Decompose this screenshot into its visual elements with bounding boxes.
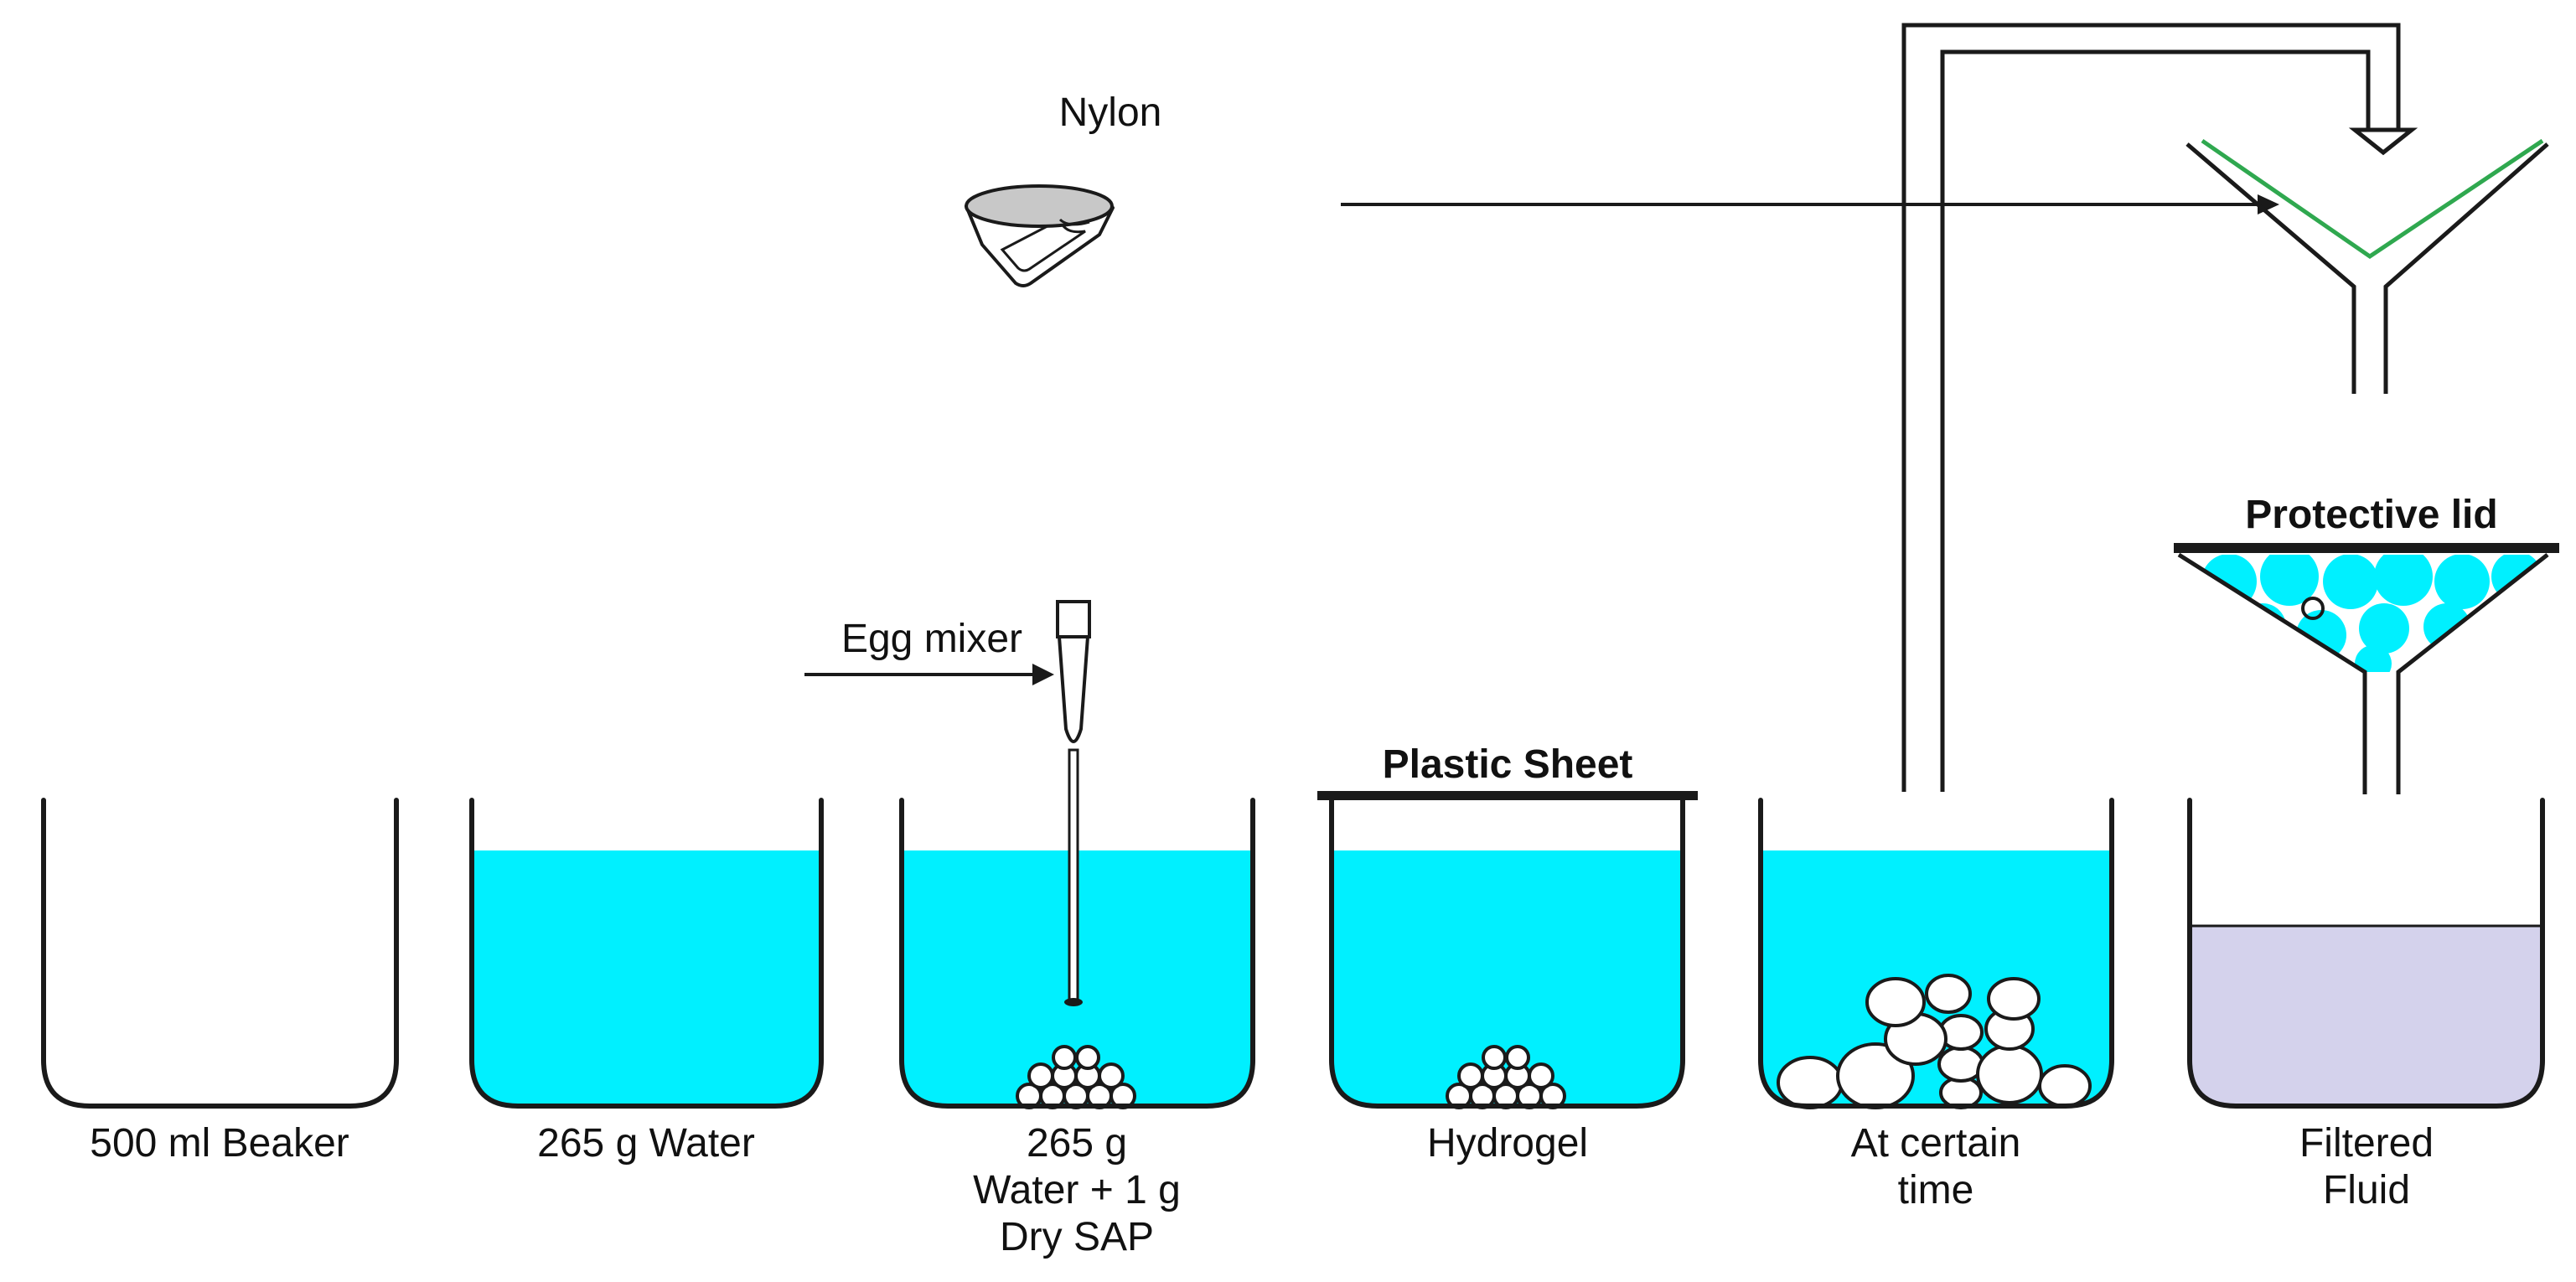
water-fill — [1332, 850, 1683, 1106]
protective-lid — [2174, 543, 2559, 553]
empty-beaker — [41, 798, 399, 1109]
label-265g-water: 265 g Water — [537, 1121, 755, 1166]
transfer-pipe — [1901, 23, 2418, 792]
water-fill — [472, 850, 821, 1106]
mixing-beaker — [804, 600, 1255, 1109]
filtered-fluid-fill — [2190, 926, 2542, 1106]
label-265g: 265 g — [1027, 1121, 1127, 1166]
label-500ml-beaker: 500 ml Beaker — [90, 1121, 349, 1166]
label-water-plus-1g: Water + 1 g — [973, 1168, 1181, 1212]
funnel-hydrogel — [2179, 555, 2548, 672]
plastic-sheet — [1317, 791, 1698, 800]
swollen-beaker — [1758, 798, 2114, 1109]
top-funnel — [2185, 138, 2549, 394]
egg-mixer — [1056, 600, 1091, 1006]
lower-funnel — [2174, 543, 2559, 794]
label-filtered: Filtered — [2299, 1121, 2434, 1166]
nylon-mesh — [2201, 138, 2544, 260]
nylon-filter — [965, 184, 1115, 287]
label-at-certain: At certain — [1851, 1121, 2021, 1166]
label-nylon: Nylon — [1059, 90, 1162, 135]
label-fluid: Fluid — [2323, 1168, 2410, 1212]
label-hydrogel: Hydrogel — [1427, 1121, 1588, 1166]
sap-granules — [1016, 1045, 1136, 1109]
label-dry-sap: Dry SAP — [1000, 1215, 1154, 1259]
label-egg-mixer: Egg mixer — [841, 617, 1022, 661]
label-plastic-sheet: Plastic Sheet — [1383, 742, 1633, 787]
label-protective-lid: Protective lid — [2245, 493, 2497, 537]
nylon-arrow — [1341, 194, 2279, 215]
water-beaker — [469, 798, 824, 1109]
filtered-beaker — [2187, 798, 2545, 1109]
label-time: time — [1898, 1168, 1974, 1212]
hydrogel-beaker — [1317, 791, 1698, 1109]
egg-mixer-arrow — [804, 664, 1054, 685]
